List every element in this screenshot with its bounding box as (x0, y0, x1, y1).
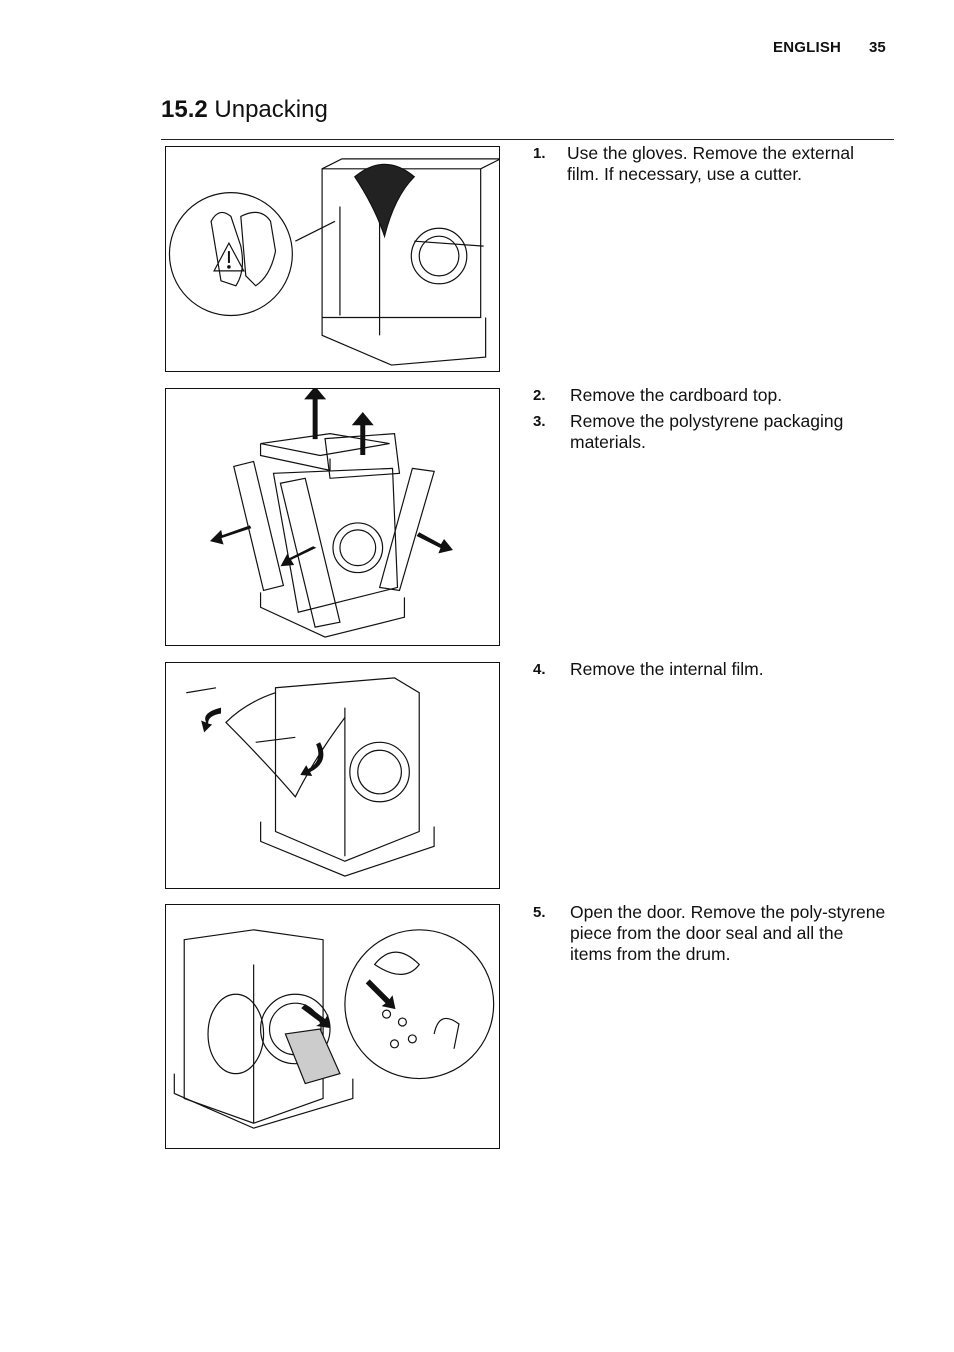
header-language: ENGLISH (773, 39, 842, 56)
step-text: Open the door. Remove the poly-styrene p… (570, 902, 886, 964)
step-number: 2. (533, 387, 546, 404)
figure-remove-packaging (165, 388, 500, 646)
figure-open-door-remove-items (165, 904, 500, 1149)
step-text: Remove the cardboard top. (570, 385, 783, 405)
section-divider (161, 139, 894, 140)
section-title-text: Unpacking (214, 96, 328, 123)
step-number: 1. (533, 145, 546, 162)
page-number: 35 (869, 39, 886, 56)
figure-remove-external-film (165, 146, 500, 372)
step-number: 3. (533, 413, 546, 430)
illustration-gloves-external-film (168, 158, 499, 366)
step-number: 5. (533, 904, 546, 921)
step-text: Remove the polystyrene packaging materia… (570, 411, 844, 452)
section-title: 15.2 Unpacking (161, 96, 328, 124)
illustration-open-door-drum-items (173, 929, 495, 1129)
step-text: Use the gloves. Remove the external film… (567, 143, 854, 184)
step-number: 4. (533, 661, 546, 678)
step-text: Remove the internal film. (570, 659, 764, 679)
illustration-remove-cardboard-polystyrene (209, 389, 453, 638)
section-number: 15.2 (161, 96, 208, 123)
illustration-internal-film (186, 677, 435, 877)
figure-remove-internal-film (165, 662, 500, 889)
